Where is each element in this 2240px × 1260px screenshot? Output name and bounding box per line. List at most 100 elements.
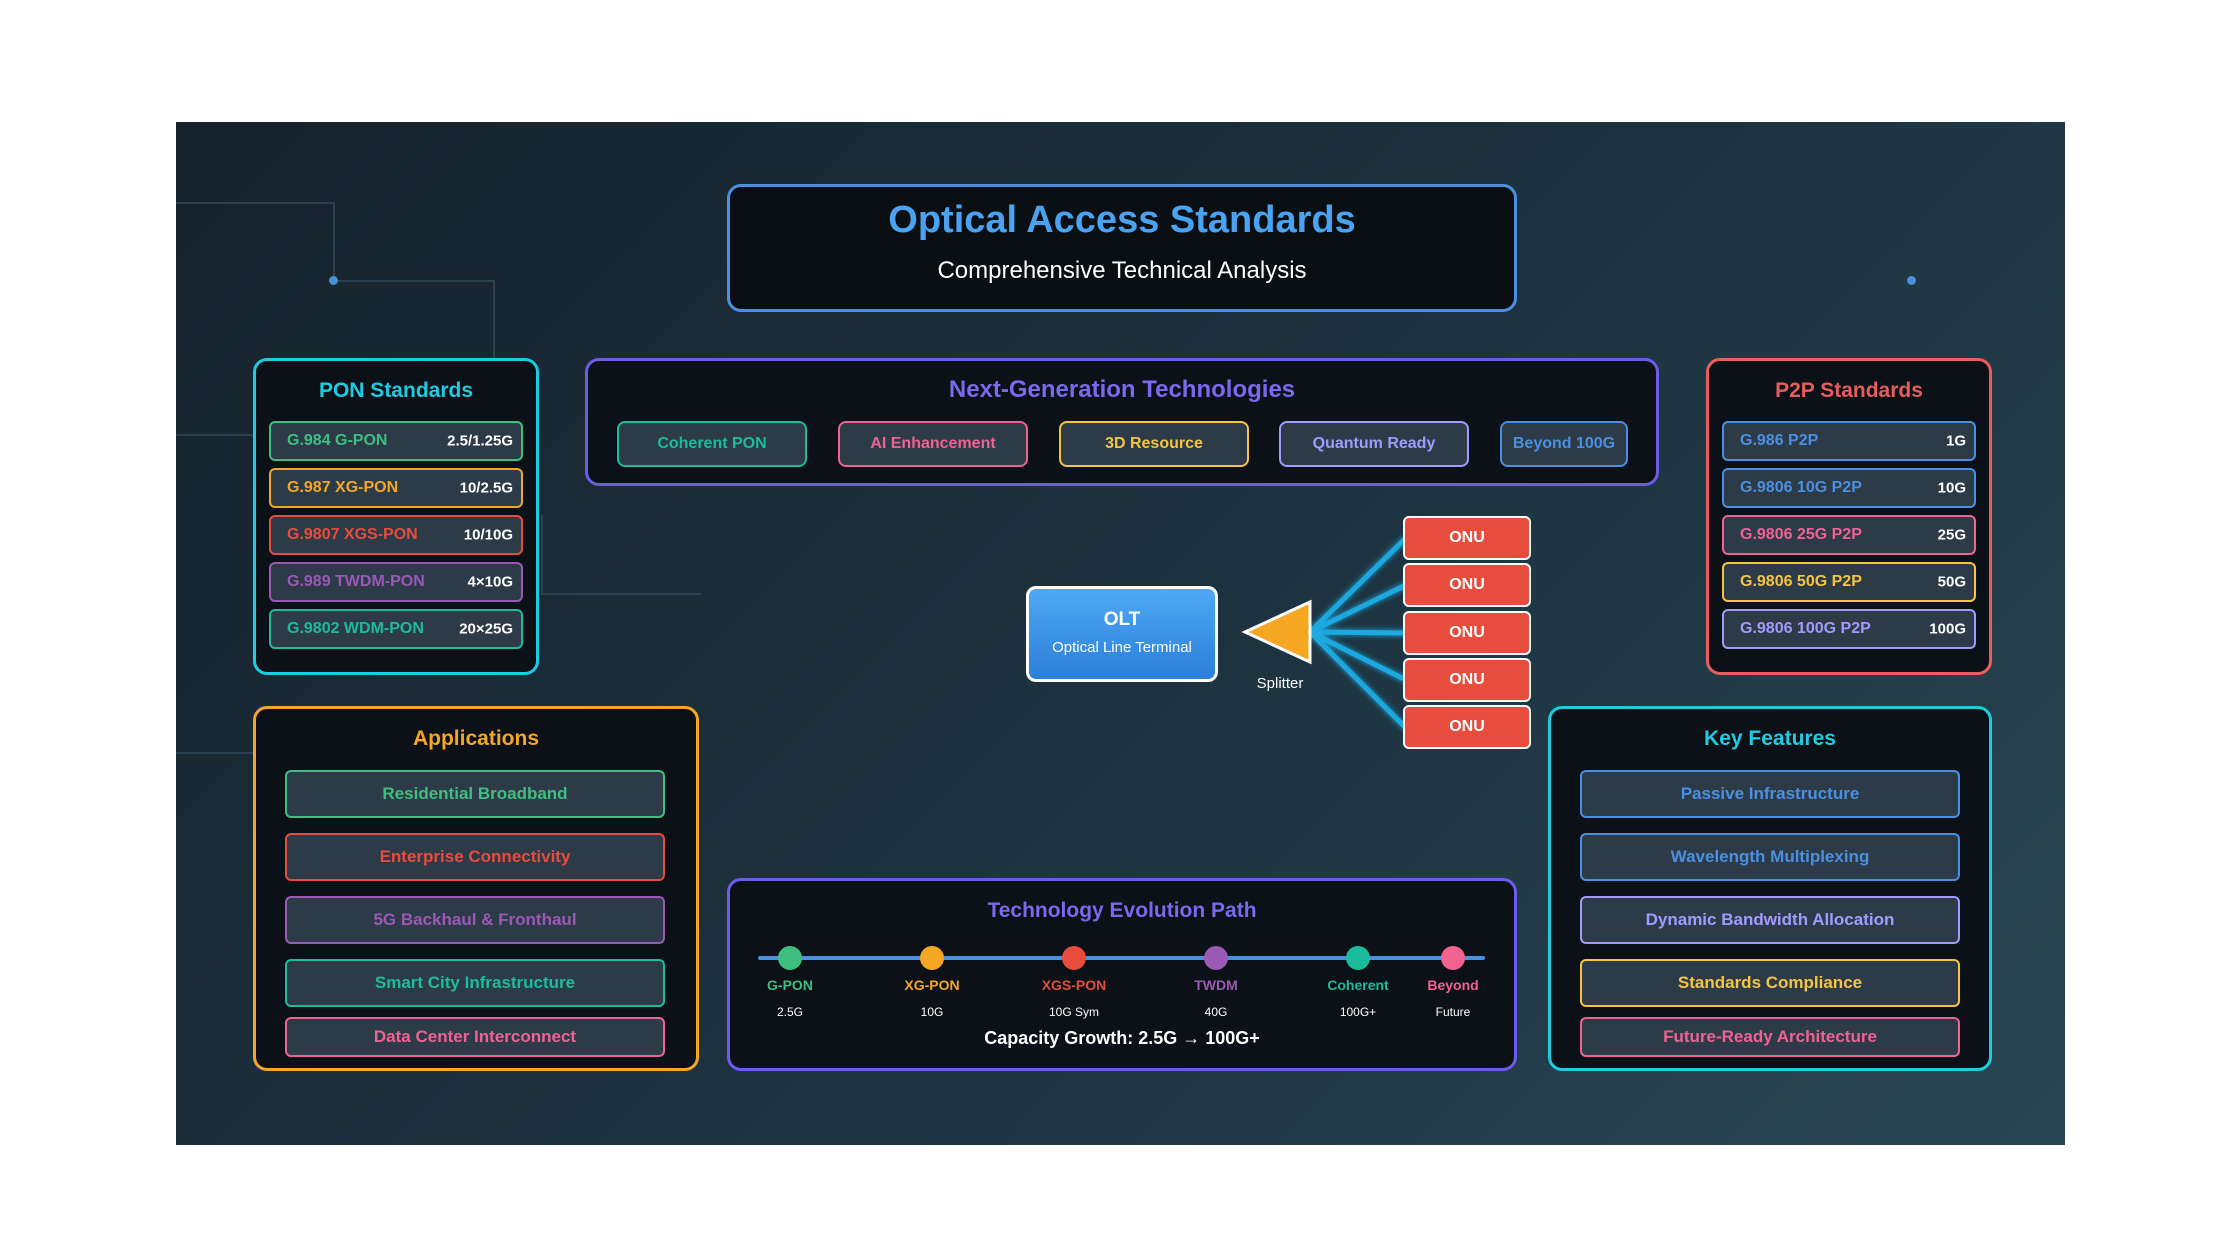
p2p-standard-row[interactable]: G.9806 10G P2P 10G bbox=[1722, 468, 1976, 508]
fiber-link bbox=[1308, 536, 1408, 634]
standard-name: G.9806 25G P2P bbox=[1740, 526, 1862, 543]
fiber-link bbox=[1308, 630, 1408, 730]
tech-chip[interactable]: Coherent PON bbox=[617, 421, 807, 467]
feature-item[interactable]: Dynamic Bandwidth Allocation bbox=[1580, 896, 1960, 944]
tech-chip[interactable]: 3D Resource bbox=[1059, 421, 1249, 467]
olt-subtitle: Optical Line Terminal bbox=[1052, 639, 1192, 656]
pon-standards-title: PON Standards bbox=[318, 379, 474, 402]
circuit-line bbox=[176, 434, 266, 436]
milestone-name: G-PON bbox=[767, 977, 813, 993]
decor-dot bbox=[329, 276, 338, 285]
circuit-line bbox=[333, 280, 495, 362]
feature-item[interactable]: Standards Compliance bbox=[1580, 959, 1960, 1007]
evolution-track bbox=[758, 956, 1485, 960]
onu-node[interactable]: ONU bbox=[1403, 610, 1531, 655]
application-item[interactable]: Data Center Interconnect bbox=[285, 1017, 665, 1057]
circuit-line bbox=[541, 593, 701, 595]
fiber-link bbox=[1308, 629, 1408, 683]
milestone-dot bbox=[920, 946, 944, 970]
standard-rate: 1G bbox=[1945, 432, 1966, 450]
milestone-value: 2.5G bbox=[776, 1005, 803, 1019]
milestone-dot bbox=[778, 946, 802, 970]
p2p-standard-row[interactable]: G.986 P2P 1G bbox=[1722, 421, 1976, 461]
standard-name: G.9806 100G P2P bbox=[1740, 620, 1871, 637]
olt-title: OLT bbox=[1103, 609, 1141, 630]
milestone-name: Coherent bbox=[1327, 977, 1389, 993]
diagram-canvas: Optical Access Standards Comprehensive T… bbox=[176, 122, 2065, 1145]
standard-rate: 10/2.5G bbox=[459, 479, 513, 497]
milestone-name: Beyond bbox=[1427, 977, 1479, 993]
evolution-title: Technology Evolution Path bbox=[987, 899, 1257, 922]
onu-node[interactable]: ONU bbox=[1403, 563, 1531, 608]
milestone-name: XG-PON bbox=[904, 977, 960, 993]
application-item[interactable]: 5G Backhaul & Fronthaul bbox=[285, 896, 665, 944]
splitter-icon bbox=[1241, 599, 1312, 665]
milestone-dot bbox=[1062, 946, 1086, 970]
milestone: XG-PON 10G bbox=[872, 977, 992, 1019]
tech-chip[interactable]: AI Enhancement bbox=[838, 421, 1028, 467]
pon-standard-row[interactable]: G.9807 XGS-PON 10/10G bbox=[269, 515, 523, 555]
standard-name: G.9802 WDM-PON bbox=[287, 620, 424, 637]
p2p-standard-row[interactable]: G.9806 25G P2P 25G bbox=[1722, 515, 1976, 555]
standard-rate: 50G bbox=[1937, 573, 1966, 591]
milestone-dot bbox=[1441, 946, 1465, 970]
application-item[interactable]: Residential Broadband bbox=[285, 770, 665, 818]
nextgen-title: Next-Generation Technologies bbox=[948, 376, 1296, 403]
application-item[interactable]: Smart City Infrastructure bbox=[285, 959, 665, 1007]
onu-node[interactable]: ONU bbox=[1403, 705, 1531, 750]
header-panel: Optical Access Standards Comprehensive T… bbox=[727, 184, 1517, 312]
page-subtitle: Comprehensive Technical Analysis bbox=[937, 257, 1307, 284]
standard-name: G.9806 50G P2P bbox=[1740, 573, 1862, 590]
page-title: Optical Access Standards bbox=[888, 199, 1356, 241]
milestone-dot bbox=[1346, 946, 1370, 970]
feature-item[interactable]: Wavelength Multiplexing bbox=[1580, 833, 1960, 881]
standard-name: G.989 TWDM-PON bbox=[287, 573, 425, 590]
tech-chip[interactable]: Beyond 100G bbox=[1500, 421, 1628, 467]
milestone-value: 10G Sym bbox=[1048, 1005, 1099, 1019]
onu-node[interactable]: ONU bbox=[1403, 516, 1531, 560]
milestone-dot bbox=[1204, 946, 1228, 970]
p2p-standard-row[interactable]: G.9806 50G P2P 50G bbox=[1722, 562, 1976, 602]
p2p-standards-panel: P2P Standards G.986 P2P 1G G.9806 10G P2P 1… bbox=[1706, 358, 1992, 675]
application-item[interactable]: Enterprise Connectivity bbox=[285, 833, 665, 881]
milestone: G-PON 2.5G bbox=[730, 977, 850, 1019]
circuit-line bbox=[176, 752, 256, 754]
feature-item[interactable]: Passive Infrastructure bbox=[1580, 770, 1960, 818]
nextgen-panel: Next-Generation Technologies Coherent PO… bbox=[585, 358, 1659, 486]
milestone-name: TWDM bbox=[1194, 977, 1238, 993]
applications-title: Applications bbox=[412, 727, 539, 750]
olt-node[interactable]: OLT Optical Line Terminal bbox=[1026, 586, 1218, 682]
standard-rate: 25G bbox=[1937, 526, 1966, 544]
decor-dot bbox=[1907, 276, 1916, 285]
standard-name: G.9806 10G P2P bbox=[1740, 479, 1862, 496]
evolution-caption: Capacity Growth: 2.5G → 100G+ bbox=[984, 1028, 1260, 1048]
p2p-standard-row[interactable]: G.9806 100G P2P 100G bbox=[1722, 609, 1976, 649]
standard-rate: 10G bbox=[1937, 479, 1966, 497]
evolution-panel: Technology Evolution Path G-PON 2.5G XG-PO… bbox=[727, 878, 1517, 1071]
milestone: Coherent 100G+ bbox=[1298, 977, 1418, 1019]
p2p-standards-title: P2P Standards bbox=[1775, 379, 1923, 402]
features-title: Key Features bbox=[1704, 727, 1836, 750]
tech-chip[interactable]: Quantum Ready bbox=[1279, 421, 1469, 467]
standard-name: G.986 P2P bbox=[1740, 432, 1819, 449]
splitter-label: Splitter bbox=[1256, 675, 1304, 692]
fiber-link bbox=[1309, 629, 1407, 636]
standard-rate: 100G bbox=[1929, 620, 1966, 638]
onu-node[interactable]: ONU bbox=[1403, 657, 1531, 702]
feature-item[interactable]: Future-Ready Architecture bbox=[1580, 1017, 1960, 1057]
milestone-value: 10G bbox=[920, 1005, 944, 1019]
standard-rate: 10/10G bbox=[463, 526, 513, 544]
standard-name: G.9807 XGS-PON bbox=[287, 526, 418, 543]
milestone-value: 100G+ bbox=[1339, 1005, 1377, 1019]
standard-name: G.984 G-PON bbox=[287, 432, 388, 449]
